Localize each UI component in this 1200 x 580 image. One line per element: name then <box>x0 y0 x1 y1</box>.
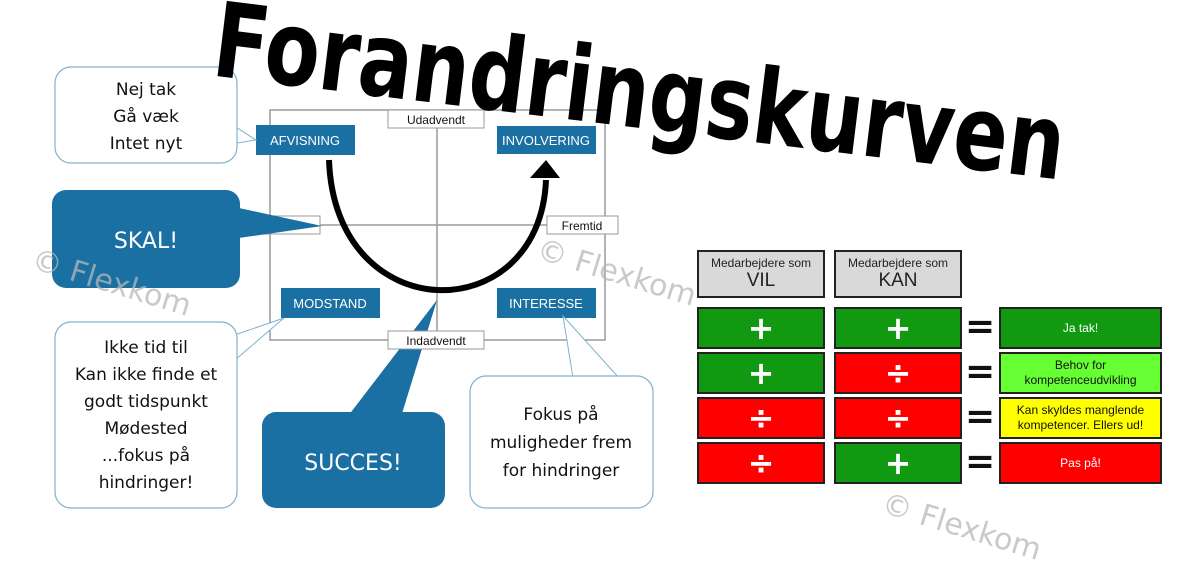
quadrant-afvisning: AFVISNING <box>256 125 355 155</box>
svg-text:hindringer!: hindringer! <box>99 473 194 493</box>
row4-kan: + <box>834 442 962 484</box>
row1-kan: + <box>834 307 962 349</box>
svg-text:Udadvendt: Udadvendt <box>407 113 466 127</box>
svg-text:Kan ikke finde et: Kan ikke finde et <box>75 365 218 385</box>
svg-text:Gå væk: Gå væk <box>113 106 179 127</box>
row3-kan: ÷ <box>834 397 962 439</box>
arrowhead-icon <box>530 160 560 178</box>
row3-vil: ÷ <box>697 397 825 439</box>
header-kan-big: KAN <box>878 270 918 291</box>
svg-text:Ikke tid til: Ikke tid til <box>104 338 188 358</box>
svg-text:godt tidspunkt: godt tidspunkt <box>84 392 208 412</box>
header-kan: Medarbejdere som KAN <box>834 250 962 298</box>
header-vil: Medarbejdere som VIL <box>697 250 825 298</box>
axis-label-right: Fremtid <box>546 215 619 235</box>
row4-equals: = <box>965 441 996 482</box>
row1-equals: = <box>965 306 996 347</box>
svg-text:Fokus på: Fokus på <box>523 404 598 425</box>
callout-interesse: Fokus på muligheder frem for hindringer <box>469 314 654 509</box>
callout-modstand: Ikke tid til Kan ikke finde et godt tids… <box>54 317 285 509</box>
row3-result: Kan skyldes manglende kompetencer. Eller… <box>999 397 1162 439</box>
svg-text:Mødested: Mødested <box>104 419 187 439</box>
row2-kan: ÷ <box>834 352 962 394</box>
header-vil-small: Medarbejdere som <box>710 256 812 270</box>
row1-result: Ja tak! <box>999 307 1162 349</box>
svg-text:Intet nyt: Intet nyt <box>110 134 183 154</box>
row4-result: Pas på! <box>999 442 1162 484</box>
axis-label-bottom: Indadvendt <box>387 330 485 350</box>
svg-text:SUCCES!: SUCCES! <box>304 451 401 476</box>
svg-text:...fokus på: ...fokus på <box>102 445 190 466</box>
svg-text:muligheder frem: muligheder frem <box>490 433 632 453</box>
callout-skal: SKAL! <box>52 190 322 288</box>
row2-vil: + <box>697 352 825 394</box>
change-curve-arrow <box>326 159 549 294</box>
axis-label-top: Udadvendt <box>387 109 485 129</box>
svg-text:AFVISNING: AFVISNING <box>270 133 340 148</box>
svg-text:Indadvendt: Indadvendt <box>406 334 466 348</box>
svg-text:INTERESSE: INTERESSE <box>509 296 583 311</box>
quadrant-modstand: MODSTAND <box>281 288 380 318</box>
row1-vil: + <box>697 307 825 349</box>
row3-equals: = <box>965 396 996 437</box>
callout-succes: SUCCES! <box>262 300 445 508</box>
callout-afvisning: Nej tak Gå væk Intet nyt <box>54 66 258 164</box>
row2-result: Behov for kompetenceudvikling <box>999 352 1162 394</box>
row2-equals: = <box>965 351 996 392</box>
row4-vil: ÷ <box>697 442 825 484</box>
quadrant-interesse: INTERESSE <box>497 288 596 318</box>
quadrant-involvering: INVOLVERING <box>497 126 596 154</box>
header-vil-big: VIL <box>746 270 776 291</box>
svg-text:INVOLVERING: INVOLVERING <box>502 133 590 148</box>
svg-text:Nej tak: Nej tak <box>116 80 176 100</box>
svg-text:Fremtid: Fremtid <box>562 219 603 233</box>
header-kan-small: Medarbejdere som <box>847 256 949 270</box>
svg-text:for hindringer: for hindringer <box>503 461 620 481</box>
svg-text:SKAL!: SKAL! <box>114 229 178 254</box>
svg-text:MODSTAND: MODSTAND <box>293 296 366 311</box>
